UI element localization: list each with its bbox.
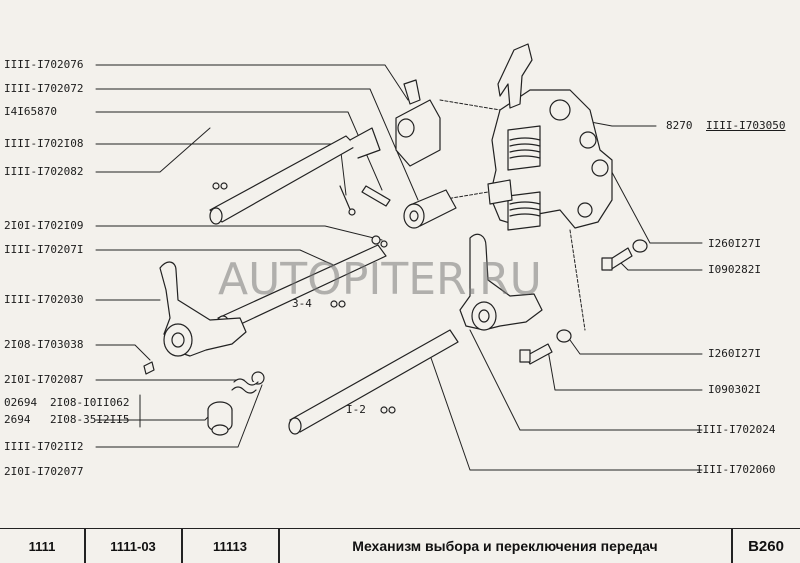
part-label: 2694 [4,413,31,426]
part-label: IIII-I702072 [4,82,84,95]
clip-3-4 [330,300,346,308]
shift-fork-left [159,261,247,357]
part-label: 02694 [4,396,38,409]
part-label: I4I65870 [4,105,57,118]
gear-callout-1-2: I-2 [346,403,366,416]
part-label: 2I08-I0II062 [50,396,130,409]
part-label: 2I08-I703038 [4,338,84,351]
part-label: 2I0I-I702087 [4,373,84,386]
selector-lever-block [395,79,441,167]
clip-fork [371,235,388,248]
selector-rod-lower [288,329,459,435]
model-cell: 1111-03 [110,538,156,554]
pin-small [339,185,391,216]
part-label: IIII-I702082 [4,165,84,178]
lock-ring-left [212,182,228,190]
part-label: 2I08-35I2II5 [50,413,130,426]
part-label: I090282I [708,263,761,276]
clip-1-2 [380,406,396,414]
small-screw-left [143,361,155,375]
part-label: IIII-I702I08 [4,137,84,150]
part-label: IIII-I70207I [4,243,84,256]
title-block: 1111 1111-03 11113 Механизм выбора и пер… [0,528,800,563]
part-label: IIII-I702030 [4,293,84,306]
bolt-lower [519,329,572,365]
gear-callout-3-4: 3-4 [292,297,312,310]
diagram-title: Механизм выбора и переключения передач [352,538,658,554]
part-label: IIII-I702076 [4,58,84,71]
part-label: 8270 [666,119,693,132]
part-label: IIII-I702II2 [4,440,84,453]
part-label: I260I27I [708,237,761,250]
selector-rod-upper [209,127,381,225]
watermark: AUTOPITER.RU [218,254,542,305]
part-label: IIII-I702024 [696,423,776,436]
part-label: IIII-I702060 [696,463,776,476]
part-label: IIII-I703050 [706,119,786,132]
selector-sleeve [403,189,457,229]
part-label: I090302I [708,383,761,396]
part-label: 2I0I-I702077 [4,465,84,478]
bolt-upper [601,239,648,271]
model-cell: 11113 [213,538,247,554]
part-label: 2I0I-I702I09 [4,219,84,232]
sheet-code: B260 [748,537,784,555]
model-cell: 1111 [28,538,56,554]
shift-fork-right [459,233,543,331]
detent-ball-spring-plug [207,371,265,436]
gear-selector-housing [487,43,613,231]
part-label: I260I27I [708,347,761,360]
